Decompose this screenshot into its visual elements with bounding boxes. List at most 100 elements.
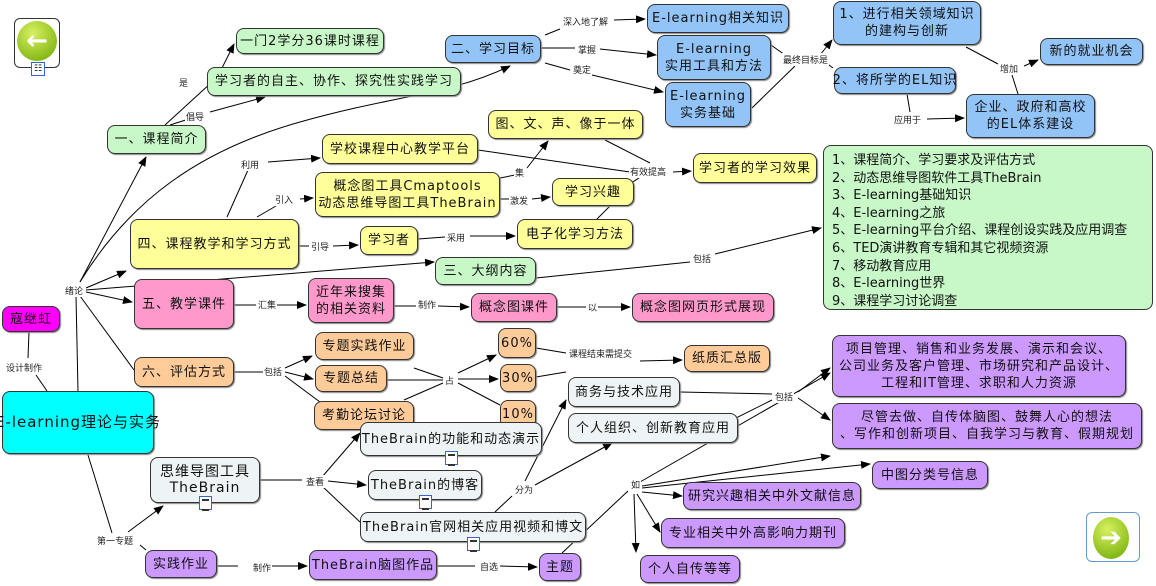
- label: 项目管理、销售和业务发展、演示和会议、: [845, 341, 1112, 357]
- link-label: 增加: [999, 62, 1020, 75]
- outline-node[interactable]: 三、大纲内容: [435, 257, 536, 285]
- percent-30-node[interactable]: 30%: [500, 364, 536, 392]
- courseware-node[interactable]: 五、教学课件: [134, 279, 234, 329]
- enterprise-node[interactable]: 企业、政府和高校的EL体系建设: [966, 94, 1095, 138]
- topic-summary-node[interactable]: 专题总结: [315, 365, 387, 392]
- link-label: 采用: [446, 231, 467, 244]
- autobio-node[interactable]: 个人自传等等: [640, 555, 740, 583]
- document-icon[interactable]: [444, 451, 458, 466]
- topic-work-node[interactable]: 专题实践作业: [315, 332, 414, 360]
- label: 的EL体系建设: [986, 117, 1075, 132]
- tb-blog-node[interactable]: TheBrain的博客: [368, 470, 482, 510]
- tb-work-node[interactable]: TheBrain脑图作品: [309, 550, 437, 580]
- journals-node[interactable]: 专业相关中外高影响力期刊: [661, 518, 845, 548]
- paper-node[interactable]: 纸质汇总版: [684, 345, 770, 372]
- collected-node[interactable]: 近年来搜集的相关资料: [308, 278, 394, 323]
- web-display-node[interactable]: 概念图网页形式展现: [632, 293, 774, 322]
- outline-item: 4、E-learning之旅: [832, 205, 946, 221]
- goal2-node[interactable]: 2、将所学的EL知识: [833, 67, 956, 94]
- label: 1、进行相关领域知识: [839, 7, 975, 22]
- link-label: 以: [587, 301, 599, 314]
- theme-node[interactable]: 主题: [539, 553, 581, 581]
- cm-courseware-node[interactable]: 概念图课件: [471, 293, 557, 322]
- interest-node[interactable]: 学习兴趣: [552, 178, 634, 206]
- hierarchy-icon[interactable]: ☷: [31, 62, 45, 76]
- label: 动态思维导图工具TheBrain: [318, 195, 497, 211]
- back-button[interactable]: ← ☷: [14, 18, 60, 76]
- outline-item: 2、动态思维导图软件工具TheBrain: [832, 170, 1042, 186]
- label: 实用工具和方法: [664, 58, 763, 74]
- outline-item: 3、E-learning基础知识: [832, 188, 972, 204]
- biz-node[interactable]: 商务与技术应用: [568, 377, 680, 407]
- link-label: 引入: [274, 193, 295, 206]
- label: E-learning: [670, 88, 746, 104]
- teaching-node[interactable]: 四、课程教学和学习方式: [130, 219, 299, 269]
- link-label: 利用: [240, 158, 261, 171]
- document-icon[interactable]: [418, 495, 432, 510]
- goal1-node[interactable]: 1、进行相关领域知识的建构与创新: [833, 1, 981, 45]
- outline-item: 5、E-learning平台介绍、课程创设实践及应用调查: [832, 223, 1128, 239]
- link-label: 有效提高: [629, 165, 668, 178]
- elmethod-node[interactable]: 电子化学习方法: [517, 219, 633, 249]
- learner-node[interactable]: 学习者: [360, 226, 418, 255]
- link-label: 掌握: [577, 43, 598, 56]
- outline-item: 9、课程学习讨论调查: [832, 293, 958, 309]
- multimedia-node[interactable]: 图、文、声、像于一体: [488, 110, 643, 139]
- link-label: 引导: [310, 240, 331, 253]
- label: 实务基础: [679, 105, 736, 121]
- assessment-node[interactable]: 六、评估方式: [134, 357, 234, 387]
- goal-node[interactable]: 二、学习目标: [445, 35, 541, 63]
- link-label: 占: [444, 374, 456, 387]
- practice-node[interactable]: 实践作业: [145, 550, 217, 578]
- link-label: 深入地了解: [562, 15, 610, 28]
- autonomy-node[interactable]: 学习者的自主、协作、探究性实践学习: [207, 67, 461, 96]
- label: 企业、政府和高校: [974, 100, 1087, 115]
- intro-node[interactable]: 一、课程简介: [107, 125, 206, 154]
- link-label: 集: [514, 166, 526, 179]
- personal-node[interactable]: 个人组织、创新教育应用: [568, 413, 738, 443]
- outline-item: 6、TED演讲教育专辑和其它视频资源: [832, 240, 1049, 256]
- platform-node[interactable]: 学校课程中心教学平台: [322, 134, 478, 164]
- document-icon[interactable]: [198, 496, 212, 511]
- research-node[interactable]: 研究兴趣相关中外文献信息: [683, 482, 861, 510]
- forward-button[interactable]: ➔: [1086, 512, 1140, 562]
- percent-60-node[interactable]: 60%: [498, 328, 536, 358]
- el-knowledge-node[interactable]: E-learning相关知识: [647, 4, 789, 33]
- label: 概念图工具Cmaptools: [333, 178, 482, 194]
- jobs-node[interactable]: 新的就业机会: [1040, 38, 1143, 65]
- effect-node[interactable]: 学习者的学习效果: [693, 153, 817, 183]
- link-label: 设计制作: [5, 361, 44, 374]
- purple-personal-node[interactable]: 尽管去做、自传体脑图、鼓舞人心的想法、写作和创新项目、自我学习与教育、假期规划: [832, 403, 1142, 449]
- tb-demo-node[interactable]: TheBrain的功能和动态演示: [360, 422, 542, 466]
- document-icon[interactable]: [466, 537, 480, 552]
- link-label: 绪论: [64, 284, 85, 297]
- link-label: 制作: [417, 298, 438, 311]
- label: 尽管去做、自传体脑图、鼓舞人心的想法: [860, 410, 1113, 425]
- label: 的相关资料: [315, 301, 386, 317]
- link-label: 如: [630, 478, 642, 491]
- outline-item: 1、课程简介、学习要求及评估方式: [832, 153, 1036, 168]
- link-label: 包括: [263, 365, 284, 378]
- label: 的建构与创新: [864, 24, 949, 39]
- link-label: 查看: [305, 475, 326, 488]
- link-label: 分为: [514, 483, 535, 496]
- link-label: 第一专题: [96, 534, 135, 547]
- label: TheBrain的功能和动态演示: [361, 431, 541, 447]
- tb-site-node[interactable]: TheBrain官网相关应用视频和博文: [360, 512, 586, 552]
- label: 近年来搜集: [315, 284, 386, 300]
- credits-node[interactable]: 一门2学分36课时课程: [236, 28, 384, 54]
- link-label: 是: [178, 76, 190, 89]
- outline-list[interactable]: 1、课程简介、学习要求及评估方式 2、动态思维导图软件工具TheBrain 3、…: [823, 145, 1153, 310]
- label: 、写作和创新项目、自我学习与教育、假期规划: [839, 427, 1134, 442]
- clc-node[interactable]: 中图分类号信息: [872, 461, 988, 489]
- root-node[interactable]: E-learning理论与实务: [0, 391, 160, 454]
- arrow-left-icon: ←: [17, 21, 57, 61]
- purple-apps-node[interactable]: 项目管理、销售和业务发展、演示和会议、公司业务及客户管理、市场研究和产品设计、工…: [832, 335, 1126, 397]
- label: E-learning: [676, 41, 752, 57]
- author-node[interactable]: 寇继虹: [2, 306, 60, 332]
